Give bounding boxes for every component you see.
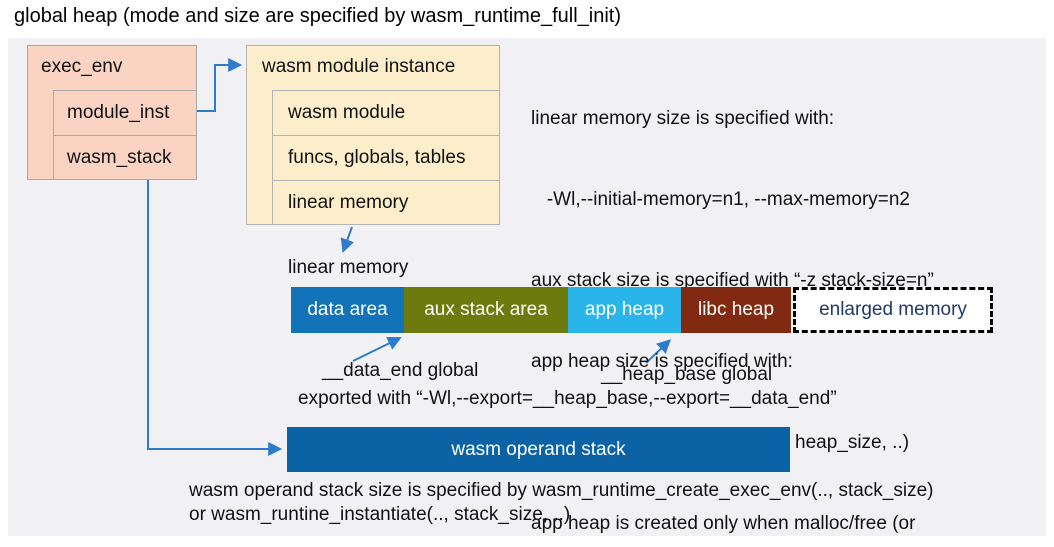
- segment-data-area: data area: [291, 287, 404, 333]
- wasm-module-instance-label: wasm module instance: [262, 56, 456, 77]
- wasm-stack-box: wasm_stack: [53, 135, 197, 180]
- module-inst-label: module_inst: [67, 102, 170, 123]
- operand-stack-note-line1: wasm operand stack size is specified by …: [189, 480, 934, 501]
- wasm-operand-stack-bar: wasm operand stack: [287, 427, 790, 472]
- linear-memory-row-label: linear memory: [288, 191, 409, 213]
- note-line: -Wl,--initial-memory=n1, --max-memory=n2: [531, 189, 910, 210]
- segment-app-heap: app heap: [568, 287, 681, 333]
- funcs-globals-tables-label: funcs, globals, tables: [288, 147, 466, 168]
- segment-libc-heap: libc heap: [681, 287, 791, 333]
- wasm-stack-label: wasm_stack: [67, 146, 172, 168]
- note-line: app heap size is specified with:: [531, 351, 793, 372]
- segment-aux-stack-area: aux stack area: [404, 287, 568, 333]
- heap-base-global-label: __heap_base global: [601, 364, 773, 385]
- wasm-operand-stack-label: wasm operand stack: [451, 438, 626, 460]
- note-line: linear memory size is specified with:: [531, 108, 835, 129]
- funcs-globals-tables-box: funcs, globals, tables: [272, 135, 500, 181]
- diagram-title: global heap (mode and size are specified…: [14, 5, 621, 27]
- linear-memory-bar-title: linear memory: [288, 257, 409, 278]
- data-end-global-label: __data_end global: [322, 360, 479, 381]
- wasm-module-box: wasm module: [272, 90, 500, 136]
- wasm-module-label: wasm module: [288, 102, 406, 123]
- exec-env-label: exec_env: [41, 56, 123, 77]
- linker-notes: linear memory size is specified with: -W…: [531, 51, 934, 547]
- operand-stack-note-line2: or wasm_runtine_instantiate(.., stack_si…: [189, 504, 571, 525]
- module-inst-box: module_inst: [53, 90, 197, 136]
- export-flags-label: exported with “-Wl,--export=__heap_base,…: [298, 388, 837, 409]
- segment-enlarged-memory: enlarged memory: [793, 287, 993, 333]
- linear-memory-row-box: linear memory: [272, 180, 500, 225]
- note-line: app heap is created only when malloc/fre…: [531, 513, 916, 534]
- note-line: aux stack size is specified with “-z sta…: [531, 270, 934, 291]
